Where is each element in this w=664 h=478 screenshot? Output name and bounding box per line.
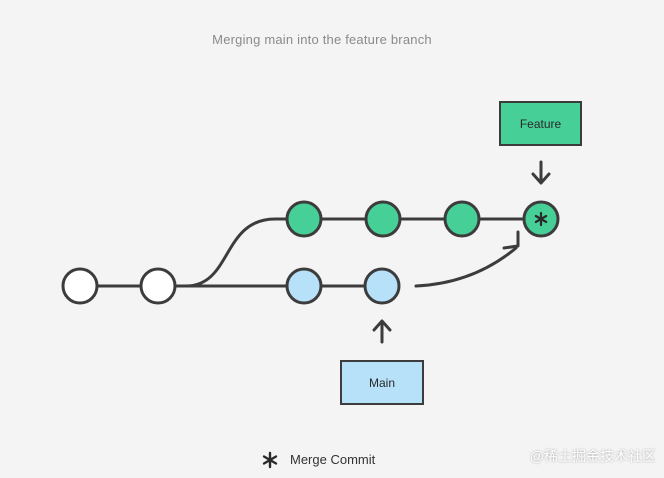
feature-pointer-arrow: [531, 160, 551, 185]
main-pointer-arrow: [372, 319, 392, 344]
base-commit-1: [61, 267, 99, 305]
legend-asterisk-icon: [262, 451, 278, 469]
merge-commit-asterisk-icon: [534, 211, 548, 227]
merge-commit: [522, 200, 560, 238]
feature-branch-line: [185, 217, 541, 288]
feature-label-box: [499, 101, 582, 146]
feature-label: Feature: [520, 117, 562, 131]
main-label-box: [340, 360, 424, 405]
diagram-title: Merging main into the feature branch: [212, 32, 432, 47]
main-label: Main: [369, 376, 395, 390]
feature-commit-1: [285, 200, 323, 238]
merge-arrow-curve: [414, 246, 518, 288]
feature-commit-3: [443, 200, 481, 238]
watermark: @稀土掘金技术社区: [529, 448, 656, 464]
main-commit-1: [285, 267, 323, 305]
base-commit-2: [139, 267, 177, 305]
legend-label: Merge Commit: [290, 452, 376, 467]
main-commit-2: [363, 267, 401, 305]
feature-commit-2: [364, 200, 402, 238]
merge-arrow-head: [502, 230, 520, 250]
